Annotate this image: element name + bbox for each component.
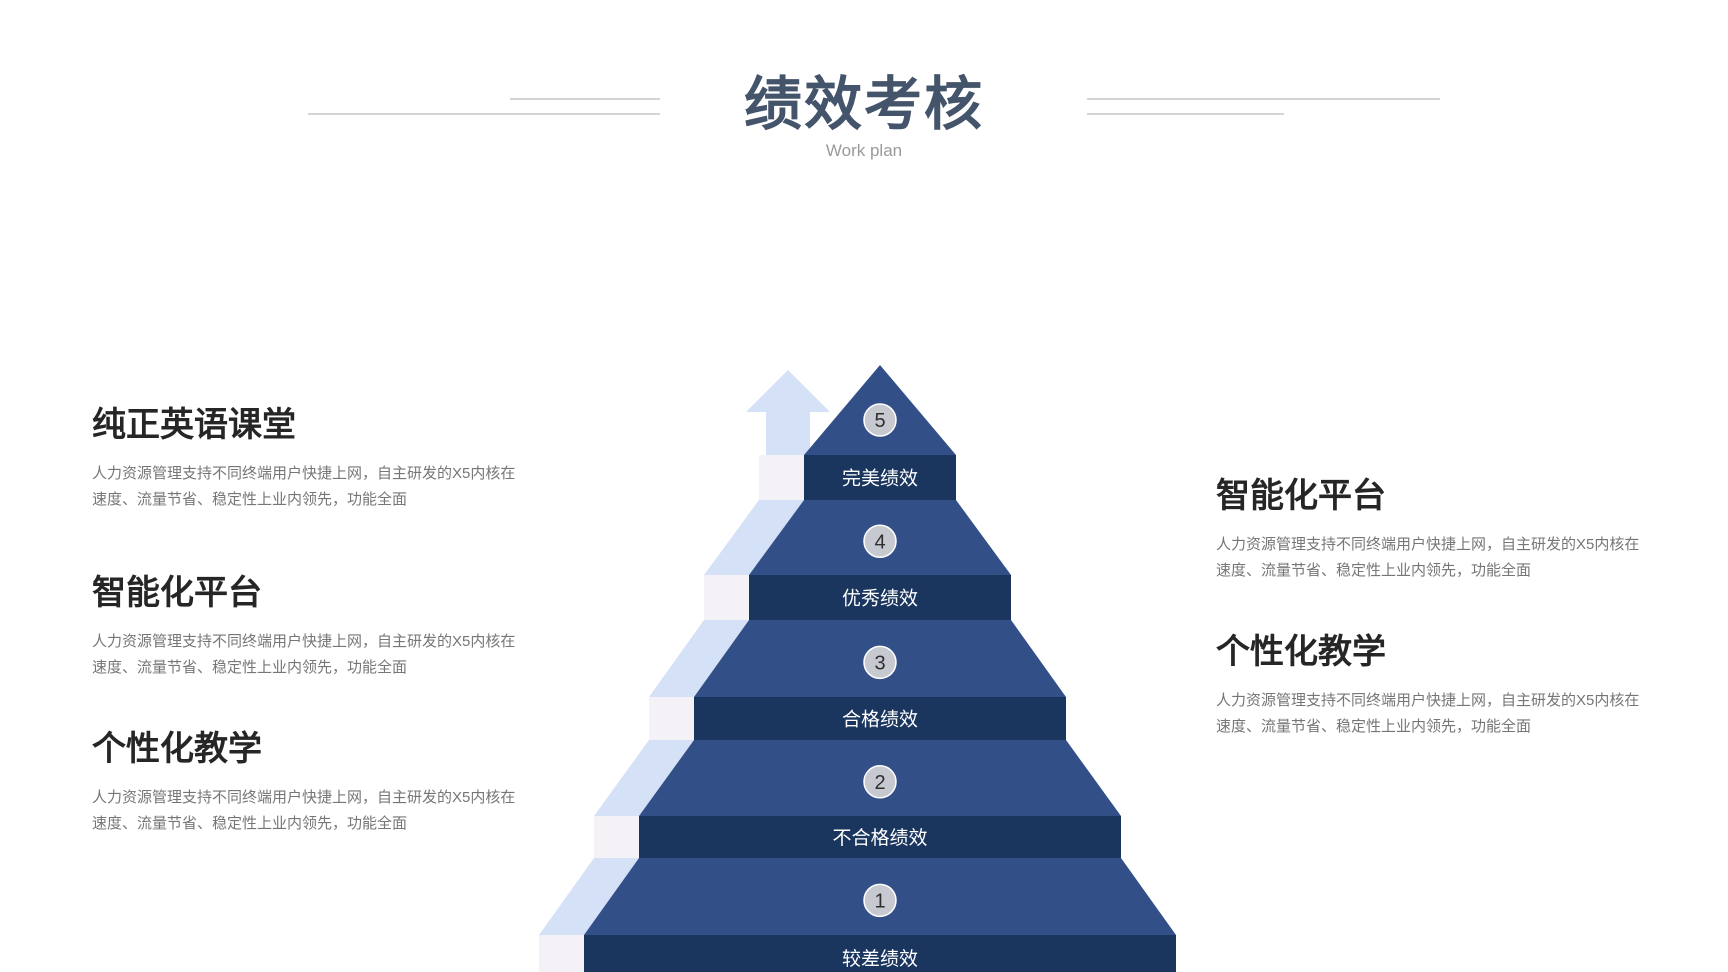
left-block-1-desc: 人力资源管理支持不同终端用户快捷上网，自主研发的X5内核在 速度、流量节省、稳定… (92, 461, 522, 513)
left-block-2-title: 智能化平台 (92, 574, 262, 612)
title-right-long-line (1087, 98, 1440, 100)
arrow-step-3 (649, 620, 749, 697)
right-block-2-desc: 人力资源管理支持不同终端用户快捷上网，自主研发的X5内核在 速度、流量节省、稳定… (1216, 688, 1646, 740)
tier-2-band (639, 816, 1121, 858)
tier-3-label: 合格绩效 (842, 709, 918, 731)
tier-4-band (749, 575, 1011, 620)
tier-1-badge (863, 883, 897, 918)
right-block-2-title: 个性化教学 (1216, 633, 1386, 671)
riser-2 (594, 816, 639, 858)
left-block-3: 个性化教学 人力资源管理支持不同终端用户快捷上网，自主研发的X5内核在 速度、流… (92, 727, 562, 837)
left-block-1: 纯正英语课堂 人力资源管理支持不同终端用户快捷上网，自主研发的X5内核在 速度、… (92, 403, 562, 513)
tier-4-badge (863, 524, 897, 558)
tier-3-badge (863, 645, 897, 680)
right-block-2-desc-line1: 人力资源管理支持不同终端用户快捷上网，自主研发的X5内核在 (1216, 692, 1640, 709)
tier-2-label: 不合格绩效 (832, 827, 927, 849)
left-block-3-desc-line2: 速度、流量节省、稳定性上业内领先，功能全面 (92, 815, 408, 832)
tier-3-number: 3 (874, 652, 885, 674)
left-block-3-desc: 人力资源管理支持不同终端用户快捷上网，自主研发的X5内核在 速度、流量节省、稳定… (92, 785, 522, 837)
left-block-3-title: 个性化教学 (92, 730, 262, 768)
tier-2-number: 2 (874, 772, 885, 794)
title-left-short-line (510, 98, 660, 100)
tier-5-band (804, 455, 956, 500)
riser-1 (539, 935, 584, 972)
left-block-1-title: 纯正英语课堂 (92, 406, 296, 444)
arrow-step-4 (594, 740, 694, 816)
right-block-1-title: 智能化平台 (1216, 477, 1386, 515)
left-block-1-desc-line2: 速度、流量节省、稳定性上业内领先，功能全面 (92, 491, 408, 508)
left-block-2-desc: 人力资源管理支持不同终端用户快捷上网，自主研发的X5内核在 速度、流量节省、稳定… (92, 629, 522, 681)
right-block-2: 个性化教学 人力资源管理支持不同终端用户快捷上网，自主研发的X5内核在 速度、流… (1216, 630, 1686, 740)
arrow-step-2 (704, 500, 804, 575)
arrow-tip-icon (746, 370, 830, 455)
right-block-1-desc-line1: 人力资源管理支持不同终端用户快捷上网，自主研发的X5内核在 (1216, 536, 1640, 553)
tier-5-label: 完美绩效 (842, 468, 918, 490)
title-left-long-line (308, 113, 660, 115)
right-block-1: 智能化平台 人力资源管理支持不同终端用户快捷上网，自主研发的X5内核在 速度、流… (1216, 474, 1686, 584)
tier-2-badge (863, 765, 897, 799)
tier-1-label: 较差绩效 (842, 948, 918, 970)
tier-4-label: 优秀绩效 (842, 588, 918, 610)
right-block-1-desc-line2: 速度、流量节省、稳定性上业内领先，功能全面 (1216, 562, 1532, 579)
left-block-2-desc-line2: 速度、流量节省、稳定性上业内领先，功能全面 (92, 659, 408, 676)
left-block-2: 智能化平台 人力资源管理支持不同终端用户快捷上网，自主研发的X5内核在 速度、流… (92, 571, 562, 681)
arrow-step-5 (539, 858, 639, 935)
page-title: 绩效考核 (743, 72, 984, 137)
page-subtitle: Work plan (825, 141, 903, 160)
tier-3-band (694, 697, 1066, 740)
riser-5 (759, 455, 804, 500)
riser-3 (649, 697, 694, 740)
tier-1-number: 1 (874, 890, 885, 912)
tier-4-number: 4 (874, 531, 885, 553)
right-block-2-desc-line2: 速度、流量节省、稳定性上业内领先，功能全面 (1216, 718, 1532, 735)
tier-5-badge (863, 403, 897, 437)
left-block-1-desc-line1: 人力资源管理支持不同终端用户快捷上网，自主研发的X5内核在 (92, 465, 516, 482)
left-block-2-desc-line1: 人力资源管理支持不同终端用户快捷上网，自主研发的X5内核在 (92, 633, 516, 650)
title-right-short-line (1087, 113, 1284, 115)
tier-5-number: 5 (874, 410, 885, 432)
riser-4 (704, 575, 749, 620)
tier-1-band (584, 935, 1176, 972)
right-block-1-desc: 人力资源管理支持不同终端用户快捷上网，自主研发的X5内核在 速度、流量节省、稳定… (1216, 532, 1646, 584)
left-block-3-desc-line1: 人力资源管理支持不同终端用户快捷上网，自主研发的X5内核在 (92, 789, 516, 806)
